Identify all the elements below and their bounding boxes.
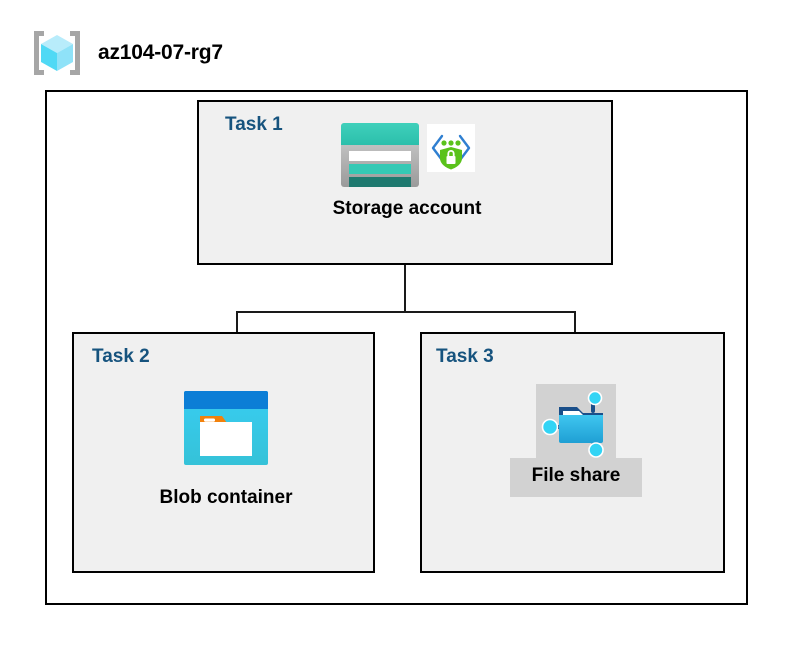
connector-horizontal-bus	[236, 311, 576, 313]
file-share-node[interactable]: File share	[506, 384, 646, 497]
storage-account-icon	[341, 123, 419, 187]
blob-container-caption: Blob container	[159, 487, 293, 508]
storage-account-node[interactable]: Storage account	[283, 120, 531, 221]
file-share-caption-highlight: File share	[509, 458, 643, 497]
blob-container-icon	[184, 391, 268, 465]
task-2-box: Task 2 Blob container	[72, 332, 375, 573]
secure-transfer-shield-lock-icon	[427, 124, 475, 172]
resource-group-title: az104-07-rg7	[98, 41, 223, 64]
connector-storage-trunk	[404, 265, 406, 313]
task-1-box: Task 1	[197, 100, 613, 265]
task-2-label: Task 2	[92, 346, 150, 367]
resource-group-header: az104-07-rg7	[30, 28, 223, 78]
storage-account-caption: Storage account	[332, 198, 482, 219]
resource-group-cube-icon	[34, 31, 80, 75]
file-share-icon	[541, 390, 604, 458]
blob-container-node[interactable]: Blob container	[124, 389, 328, 510]
task-1-label: Task 1	[225, 114, 283, 135]
file-share-caption: File share	[531, 465, 621, 486]
file-share-icon-highlight	[536, 384, 616, 464]
task-3-box: Task 3	[420, 332, 725, 573]
task-3-label: Task 3	[436, 346, 494, 367]
